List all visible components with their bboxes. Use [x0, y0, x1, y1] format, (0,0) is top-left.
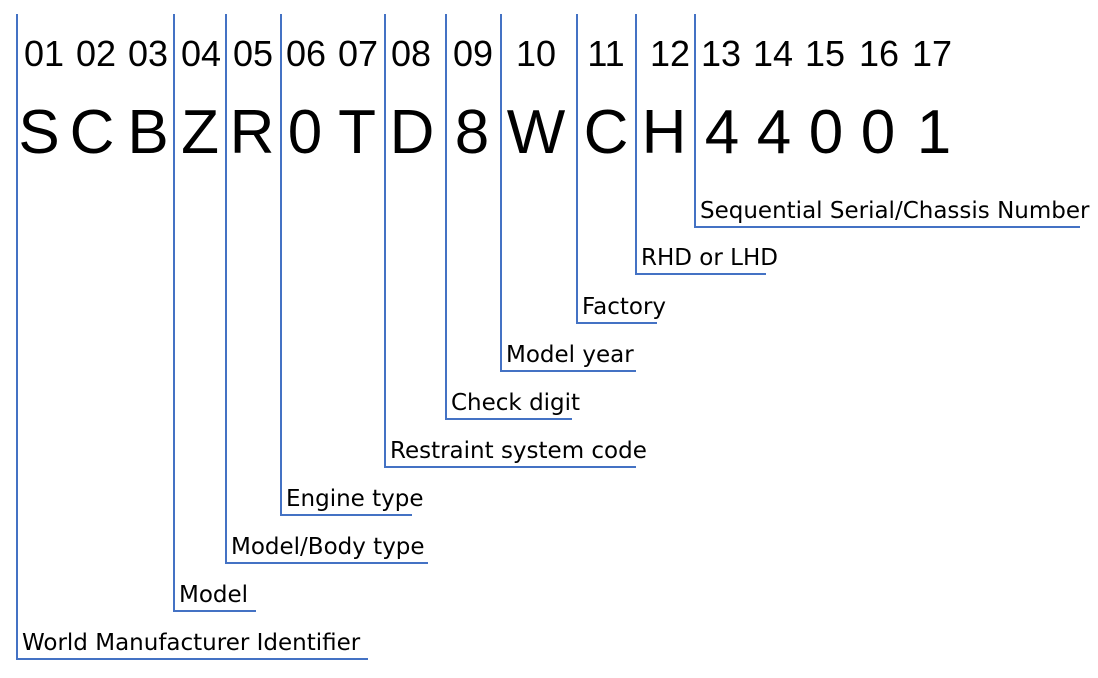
segment-leader-line — [635, 14, 766, 275]
segment-9: RHD or LHD — [635, 14, 778, 275]
segment-3: Model/Body type — [225, 14, 428, 564]
position-number-10: 10 — [516, 33, 556, 74]
position-number-08: 08 — [391, 33, 431, 74]
segment-leader-line — [280, 14, 412, 516]
position-numbers-row: 01 02 03 04 05 06 07 08 09 10 11 12 13 14 15 16 17 — [24, 33, 952, 74]
vin-character-6: 0 — [288, 98, 322, 167]
vin-character-15: 0 — [809, 98, 843, 167]
vin-character-13: 4 — [705, 98, 739, 167]
position-number-17: 17 — [912, 33, 952, 74]
vin-character-3: B — [127, 98, 168, 167]
position-number-04: 04 — [181, 33, 221, 74]
segment-label: Sequential Serial/Chassis Number — [700, 198, 1090, 224]
segment-leader-line — [694, 14, 1080, 228]
segment-leader-line — [225, 14, 428, 564]
segment-label: Factory — [582, 294, 666, 320]
segment-leader-line — [576, 14, 657, 324]
position-number-05: 05 — [233, 33, 273, 74]
segment-label: RHD or LHD — [641, 245, 778, 271]
position-number-09: 09 — [453, 33, 493, 74]
position-number-01: 01 — [24, 33, 64, 74]
segment-5: Restraint system code — [384, 14, 647, 468]
position-number-16: 16 — [859, 33, 899, 74]
vin-character-14: 4 — [757, 98, 791, 167]
segment-10: Sequential Serial/Chassis Number — [694, 14, 1090, 228]
segment-leader-line — [173, 14, 256, 612]
position-number-13: 13 — [701, 33, 741, 74]
segment-label: Check digit — [451, 390, 580, 416]
segment-4: Engine type — [280, 14, 424, 516]
vin-character-17: 1 — [917, 98, 951, 167]
position-number-11: 11 — [587, 33, 624, 74]
position-number-14: 14 — [753, 33, 793, 74]
position-number-02: 02 — [76, 33, 116, 74]
vin-character-8: D — [390, 98, 435, 167]
segment-label: Restraint system code — [390, 438, 647, 464]
segment-leaders: World Manufacturer Identifier Model Model/… — [16, 14, 1090, 660]
vin-character-11: C — [584, 98, 629, 167]
segment-leader-line — [445, 14, 572, 420]
position-number-07: 07 — [338, 33, 378, 74]
position-number-03: 03 — [128, 33, 168, 74]
segment-label: World Manufacturer Identifier — [22, 630, 361, 656]
segment-label: Model/Body type — [231, 534, 425, 560]
vin-character-9: 8 — [455, 98, 489, 167]
segment-2: Model — [173, 14, 256, 612]
vin-character-7: T — [338, 98, 376, 167]
vin-character-12: H — [642, 98, 687, 167]
segment-8: Factory — [576, 14, 666, 324]
segment-6: Check digit — [445, 14, 580, 420]
vin-character-16: 0 — [861, 98, 895, 167]
segment-leader-line — [384, 14, 636, 468]
position-number-12: 12 — [650, 33, 690, 74]
segment-leader-line — [500, 14, 636, 372]
segment-label: Model year — [506, 342, 634, 368]
segment-1: World Manufacturer Identifier — [16, 14, 368, 660]
vin-character-4: Z — [181, 98, 219, 167]
vin-character-10: W — [507, 98, 566, 167]
vin-character-2: C — [70, 98, 115, 167]
segment-leader-line — [16, 14, 368, 660]
position-number-15: 15 — [805, 33, 845, 74]
vin-character-5: R — [230, 98, 275, 167]
vin-character-1: S — [18, 98, 59, 167]
position-number-06: 06 — [286, 33, 326, 74]
segment-7: Model year — [500, 14, 636, 372]
segment-label: Model — [179, 582, 248, 608]
segment-label: Engine type — [286, 486, 424, 512]
